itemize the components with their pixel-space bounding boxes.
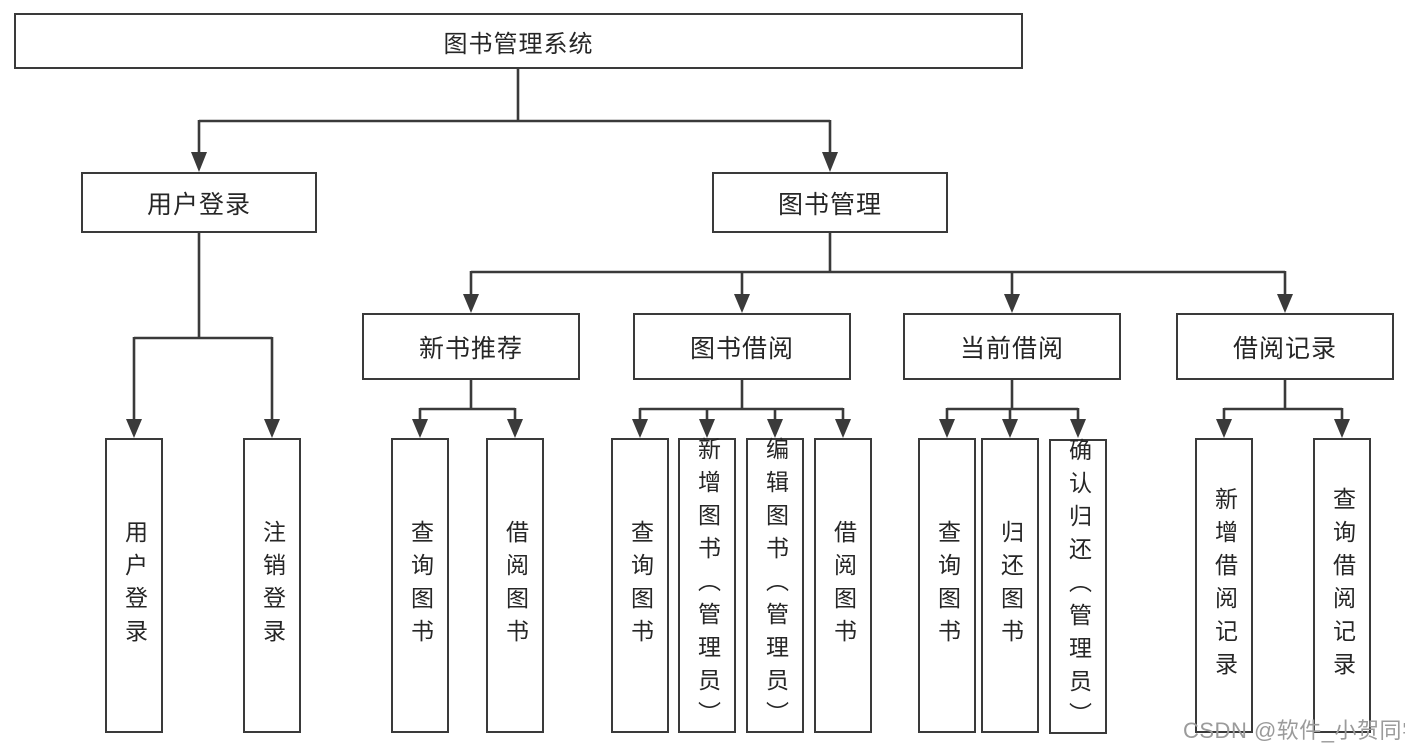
node-root-label: 图书管理系统 [443,30,594,58]
leaf-edit-book-admin-label: 编辑图书（管理员） [762,437,789,734]
leaf-borrow-books-2-label: 借阅图书 [830,519,857,652]
leaf-confirm-return-admin: 确认归还（管理员） [1049,438,1107,735]
node-current-borrowing-label: 当前借阅 [959,334,1064,363]
leaf-add-borrow-record-label: 新增借阅记录 [1211,486,1238,685]
node-book-borrowing-label: 图书借阅 [689,334,794,363]
leaf-query-books-3: 查询图书 [918,438,976,733]
leaf-query-books-1: 查询图书 [391,438,449,733]
node-borrowing-records-label: 借阅记录 [1232,334,1337,363]
node-root: 图书管理系统 [14,13,1023,69]
leaf-query-books-2: 查询图书 [611,438,669,733]
node-book-borrowing: 图书借阅 [633,313,851,380]
node-book-management-label: 图书管理 [777,190,882,219]
leaf-return-books: 归还图书 [981,438,1039,733]
leaf-logout-label: 注销登录 [259,519,286,652]
node-borrowing-records: 借阅记录 [1176,313,1394,380]
node-book-management: 图书管理 [712,172,948,233]
leaf-query-borrow-record: 查询借阅记录 [1313,438,1371,733]
leaf-edit-book-admin: 编辑图书（管理员） [746,437,804,734]
leaf-query-borrow-record-label: 查询借阅记录 [1329,486,1356,685]
leaf-return-books-label: 归还图书 [997,519,1024,652]
watermark: CSDN @软件_小贺同学 [1183,718,1405,743]
leaf-confirm-return-admin-label: 确认归还（管理员） [1065,438,1092,735]
leaf-add-book-admin-label: 新增图书（管理员） [694,437,721,734]
node-new-book-recommendation: 新书推荐 [362,313,580,380]
node-new-book-recommendation-label: 新书推荐 [418,334,523,363]
leaf-query-books-2-label: 查询图书 [627,519,654,652]
leaf-logout: 注销登录 [243,438,301,733]
node-current-borrowing: 当前借阅 [903,313,1121,380]
leaf-borrow-books-1-label: 借阅图书 [502,519,529,652]
leaf-user-login: 用户登录 [105,438,163,733]
leaf-query-books-3-label: 查询图书 [934,519,961,652]
leaf-borrow-books-2: 借阅图书 [814,438,872,733]
leaf-query-books-1-label: 查询图书 [407,519,434,652]
leaf-user-login-label: 用户登录 [121,519,148,652]
leaf-add-book-admin: 新增图书（管理员） [678,437,736,734]
leaf-add-borrow-record: 新增借阅记录 [1195,438,1253,733]
node-user-login: 用户登录 [81,172,317,233]
leaf-borrow-books-1: 借阅图书 [486,438,544,733]
node-user-login-label: 用户登录 [146,190,251,219]
